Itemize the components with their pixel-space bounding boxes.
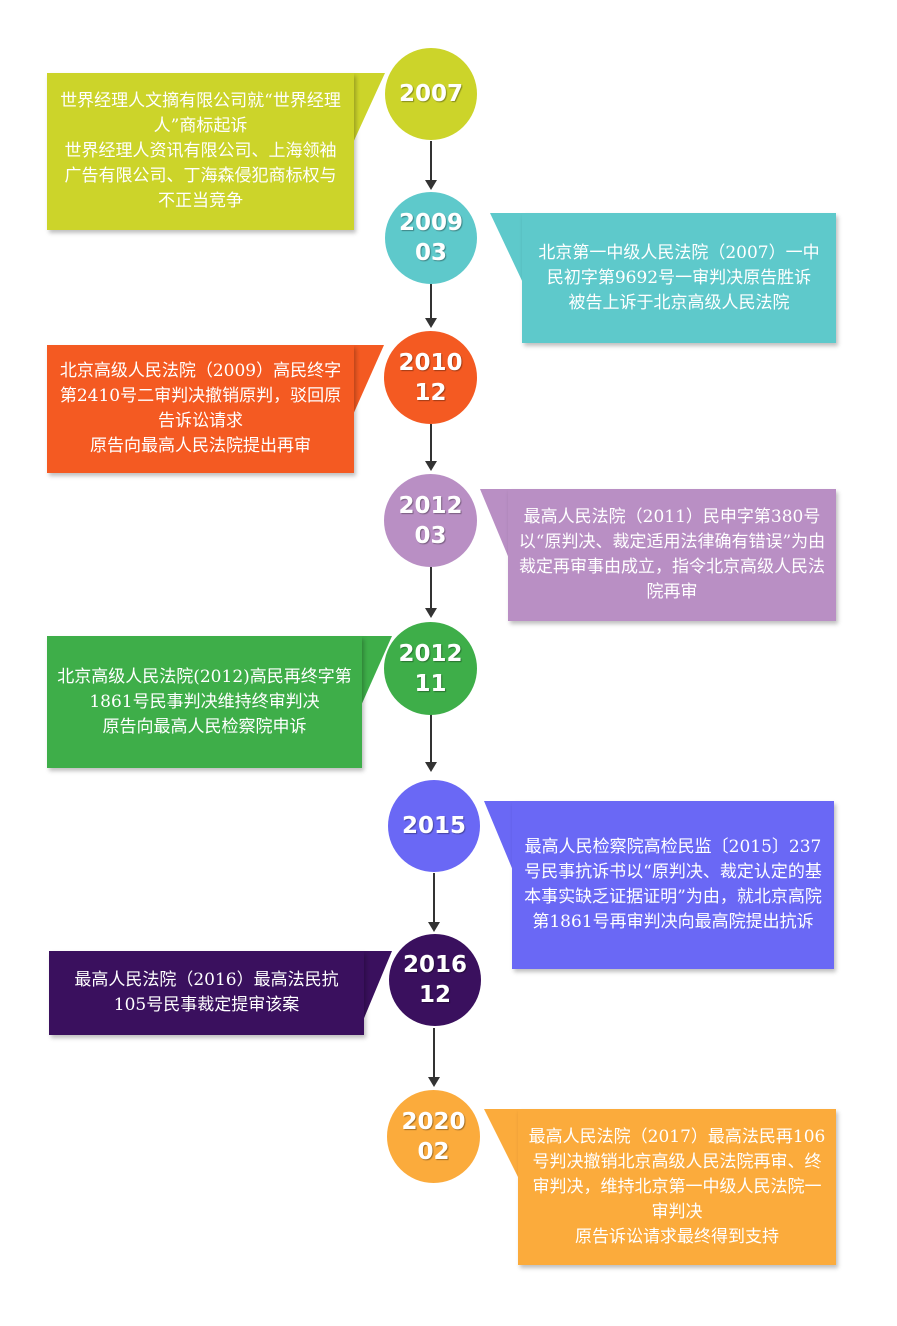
timeline-node: 2016 12 xyxy=(389,934,481,1026)
connector-arrow xyxy=(425,180,437,190)
connector-arrow xyxy=(425,461,437,471)
event-text: 最高人民法院（2011）民申字第380号以“原判决、裁定适用法律确有错误”为由裁… xyxy=(518,507,826,602)
connector-line xyxy=(430,141,432,181)
event-text: 最高人民检察院高检民监〔2015〕237号民事抗诉书以“原判决、裁定认定的基本事… xyxy=(524,837,822,932)
event-box: 北京第一中级人民法院（2007）一中民初字第9692号一审判决原告胜诉 被告上诉… xyxy=(522,213,836,343)
event-text: 北京第一中级人民法院（2007）一中民初字第9692号一审判决原告胜诉 被告上诉… xyxy=(538,242,820,313)
event-text: 北京高级人民法院(2012)高民再终字第1861号民事判决维持终审判决 原告向最… xyxy=(57,666,352,737)
timeline-node: 2015 xyxy=(388,780,480,872)
timeline-node: 2012 11 xyxy=(384,622,477,715)
timeline-node: 2007 xyxy=(385,48,477,140)
node-date: 2012 03 xyxy=(398,492,463,549)
event-text: 北京高级人民法院（2009）高民终字第2410号二审判决撤销原判，驳回原告诉讼请… xyxy=(59,361,342,456)
callout-pointer xyxy=(484,1109,520,1181)
callout-pointer xyxy=(480,489,510,561)
timeline-node: 2010 12 xyxy=(384,331,477,424)
event-box: 最高人民法院（2011）民申字第380号以“原判决、裁定适用法律确有错误”为由裁… xyxy=(508,489,836,621)
timeline-node: 2020 02 xyxy=(387,1090,480,1183)
node-date: 2015 xyxy=(401,813,466,839)
connector-line xyxy=(433,873,435,923)
event-box: 最高人民检察院高检民监〔2015〕237号民事抗诉书以“原判决、裁定认定的基本事… xyxy=(512,801,834,969)
node-date: 2016 12 xyxy=(402,952,467,1008)
connector-line xyxy=(430,284,432,320)
connector-line xyxy=(430,714,432,764)
connector-arrow xyxy=(428,922,440,932)
timeline-node: 2009 03 xyxy=(385,192,477,284)
callout-pointer xyxy=(360,636,392,708)
event-text: 最高人民法院（2017）最高法民再106号判决撤销北京高级人民法院再审、终审判决… xyxy=(528,1126,826,1247)
node-date: 2009 03 xyxy=(398,210,463,266)
event-text: 世界经理人文摘有限公司就“世界经理人”商标起诉 世界经理人资讯有限公司、上海领袖… xyxy=(60,91,341,211)
node-date: 2020 02 xyxy=(401,1108,466,1165)
callout-pointer xyxy=(490,213,524,285)
connector-arrow xyxy=(425,762,437,772)
connector-line xyxy=(430,424,432,462)
callout-pointer xyxy=(362,951,392,1023)
callout-pointer xyxy=(352,73,385,145)
connector-arrow xyxy=(425,608,437,618)
event-box: 世界经理人文摘有限公司就“世界经理人”商标起诉 世界经理人资讯有限公司、上海领袖… xyxy=(47,73,354,230)
connector-line xyxy=(430,567,432,609)
callout-pointer xyxy=(352,345,384,417)
connector-line xyxy=(433,1028,435,1078)
timeline-node: 2012 03 xyxy=(384,474,477,567)
event-box: 最高人民法院（2017）最高法民再106号判决撤销北京高级人民法院再审、终审判决… xyxy=(518,1109,836,1265)
connector-arrow xyxy=(425,318,437,328)
event-box: 北京高级人民法院(2012)高民再终字第1861号民事判决维持终审判决 原告向最… xyxy=(47,636,362,768)
node-date: 2007 xyxy=(398,81,463,107)
event-box: 最高人民法院（2016）最高法民抗105号民事裁定提审该案 xyxy=(49,951,364,1035)
node-date: 2012 11 xyxy=(398,640,463,697)
callout-pointer xyxy=(484,801,514,873)
node-date: 2010 12 xyxy=(398,349,463,406)
event-box: 北京高级人民法院（2009）高民终字第2410号二审判决撤销原判，驳回原告诉讼请… xyxy=(47,345,354,473)
event-text: 最高人民法院（2016）最高法民抗105号民事裁定提审该案 xyxy=(74,970,339,1015)
connector-arrow xyxy=(428,1077,440,1087)
